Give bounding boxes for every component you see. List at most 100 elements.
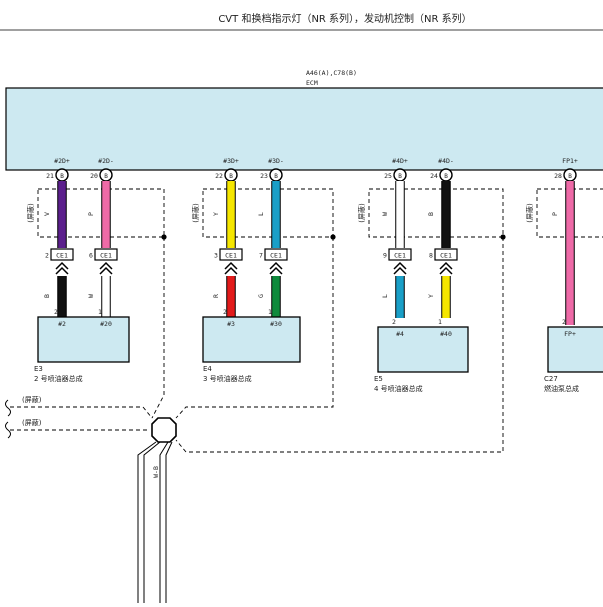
component-box [377,326,469,373]
ecm-name: ECM [306,79,318,87]
component-pin-number: 2 [223,308,227,316]
component-pin-label: #30 [270,320,282,328]
component-code: E4 [203,365,212,373]
splice-connector-box [434,248,458,261]
upper-wire-code: V [43,212,51,216]
component-name: 2 号喷油器总成 [34,374,83,383]
pin-connector-letter: B [444,173,448,180]
ecm-pin-number: 24 [430,172,438,180]
pin-connector-letter: B [229,173,233,180]
splice-connector-code: CE1 [100,252,112,260]
shield-route-e5 [175,237,504,453]
component-pin-label: #3 [227,320,235,328]
ecm-pin-number: 28 [554,172,562,180]
component-code: E3 [34,365,43,373]
shield-route-e3 [151,237,165,419]
splice-connector: CE1 8 [429,248,458,275]
ecm-pin-label: #2D+ [54,157,70,165]
upper-wire-code: P [87,212,95,216]
ecm-pin-label: #3D- [268,157,284,165]
splice-connector: CE1 3 [214,248,243,275]
mating-chevron-icon [269,261,283,275]
shield-label: (屏蔽) [26,203,35,223]
mating-chevron-icon [99,261,113,275]
lower-wire-code: R [212,294,220,298]
ecm-pin-label: #4D- [438,157,454,165]
ecm-pin-label: #2D- [98,157,114,165]
component-pin-label: FP+ [564,330,576,338]
component-pin-number: 1 [98,308,102,316]
splice-connector-code: CE1 [270,252,282,260]
ecm-pin-number: 22 [215,172,223,180]
pin-connector-letter: B [398,173,402,180]
splice-connector: CE1 7 [259,248,288,275]
pin-connector-letter: B [274,173,278,180]
lower-wire-code: G [257,294,265,298]
splice-connector-pin: 8 [429,252,433,260]
splice-connector-code: CE1 [440,252,452,260]
component-pin-label: #20 [100,320,112,328]
splice-connector: CE1 2 [45,248,74,275]
ecm-pin-number: 20 [90,172,98,180]
upper-wire-code: Y [212,212,220,216]
harness-junction [151,417,177,443]
mating-chevron-icon [393,261,407,275]
splice-connector-box [50,248,74,261]
splice-connector-code: CE1 [225,252,237,260]
ecm-pin-label: #3D+ [223,157,239,165]
ecm-pin-label: FP1+ [562,157,578,165]
splice-connector-pin: 7 [259,252,263,260]
shield-route-e4 [175,237,334,419]
splice-connector-box [219,248,243,261]
upper-wire-code: P [551,212,559,216]
shield-boxes [37,188,603,238]
component-pin-number: 2 [54,308,58,316]
splice-connector-pin: 2 [45,252,49,260]
splice-connector-code: CE1 [56,252,68,260]
component-pin-label: #4 [396,330,404,338]
splice-connector-box [94,248,118,261]
component-box [37,316,130,363]
shield-label: (屏蔽) [525,203,534,223]
component-code: E5 [374,375,383,383]
pin-connector-letter: B [568,173,572,180]
shield-box-e5 [368,188,504,238]
shield-route-left-1 [10,406,153,419]
shield-box-e3 [37,188,165,238]
ecm-pin-number: 23 [260,172,268,180]
harness-shield-label-1: (屏蔽) [22,395,42,404]
ecm-pin-number: 21 [46,172,54,180]
component-pin-label: #2 [58,320,66,328]
upper-wire-code: B [427,212,435,216]
mating-chevron-icon [55,261,69,275]
splice-connector-pin: 6 [89,252,93,260]
splice-connector-pin: 3 [214,252,218,260]
component-pin-number: 1 [268,308,272,316]
component-name: 4 号喷油器总成 [374,384,423,393]
harness-shield-label-2: (屏蔽) [22,418,42,427]
ecm-connector-label: A46(A),C78(B) [306,69,357,77]
ecm-pin-number: 25 [384,172,392,180]
component-box [547,326,603,373]
lower-wire-code: W [87,294,95,298]
shield-routes [10,237,504,453]
shield-label: (屏蔽) [191,203,200,223]
lower-wire-code: B [43,294,51,298]
harness-wire-code: W-B [152,466,160,478]
splice-connector-box [388,248,412,261]
component-pin-number: 2 [392,318,396,326]
splice-connector-box [264,248,288,261]
component-code: C27 [544,375,558,383]
upper-wire-code: W [381,212,389,216]
shield-label: (屏蔽) [357,203,366,223]
lower-wire-code: Y [427,294,435,298]
splice-connector: CE1 6 [89,248,118,275]
harness-bundle [137,441,173,603]
